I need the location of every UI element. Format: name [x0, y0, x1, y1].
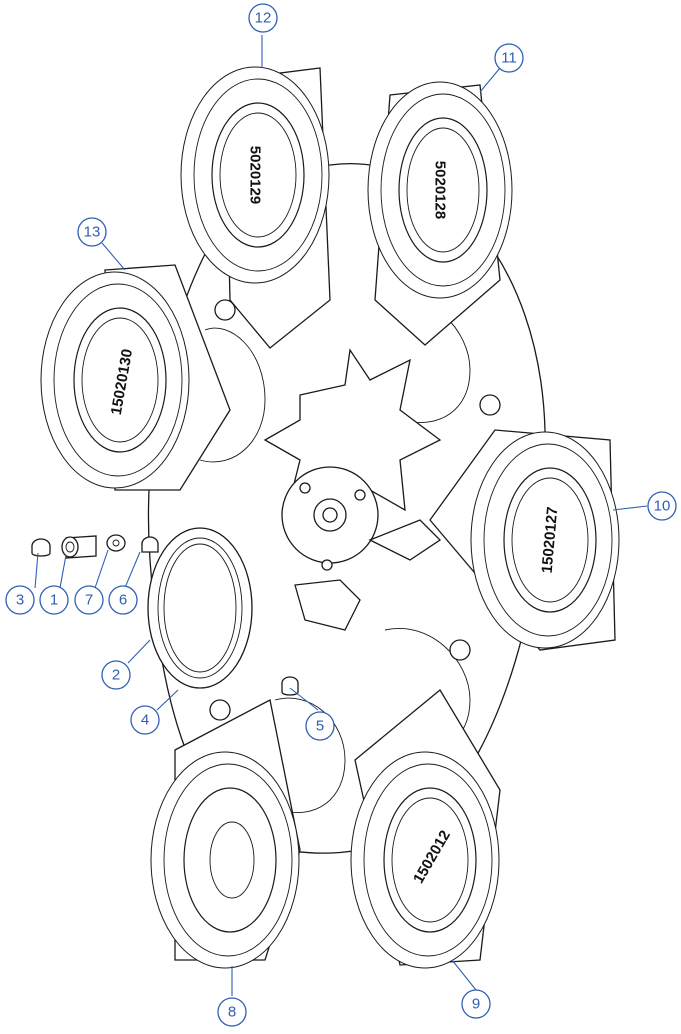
filter-holder-9: 1502012	[350, 689, 501, 969]
callout-3: 3	[5, 585, 35, 615]
filter-holder-11: 5020128	[367, 81, 513, 346]
svg-text:2: 2	[112, 667, 120, 684]
filter-number-11: 5020128	[432, 161, 449, 219]
callout-11: 11	[494, 43, 524, 73]
callout-9: 9	[461, 989, 491, 1019]
callout-6: 6	[108, 585, 138, 615]
svg-text:4: 4	[141, 712, 149, 729]
svg-text:3: 3	[16, 592, 24, 609]
svg-text:8: 8	[228, 1004, 236, 1021]
callout-2: 2	[101, 660, 131, 690]
callout-13: 13	[77, 217, 107, 247]
leader-lines	[34, 35, 648, 996]
callout-4: 4	[130, 705, 160, 735]
callout-5: 5	[305, 711, 335, 741]
center-hub	[263, 348, 442, 631]
callout-8: 8	[217, 997, 247, 1027]
filter-holder-10: 15020127	[429, 429, 620, 651]
filter-number-12: 5020129	[247, 146, 264, 204]
svg-text:1: 1	[50, 592, 58, 609]
svg-text:10: 10	[654, 498, 671, 515]
svg-text:12: 12	[255, 10, 272, 27]
svg-text:6: 6	[119, 592, 127, 609]
svg-text:7: 7	[85, 592, 93, 609]
callout-10: 10	[647, 491, 677, 521]
hardware-parts	[31, 534, 159, 559]
roller-part	[281, 676, 299, 696]
svg-text:11: 11	[501, 50, 517, 67]
callout-7: 7	[74, 585, 104, 615]
svg-text:13: 13	[84, 224, 101, 241]
svg-text:9: 9	[472, 996, 480, 1013]
callout-12: 12	[248, 3, 278, 33]
callout-1: 1	[39, 585, 69, 615]
filter-holder-12: 5020129	[180, 66, 331, 349]
svg-text:5: 5	[316, 718, 324, 735]
filter-holder-13: 15020130	[40, 264, 231, 491]
open-position-ring	[147, 527, 253, 689]
filter-number-10: 15020127	[539, 506, 562, 574]
filter-holder-8	[150, 699, 301, 969]
